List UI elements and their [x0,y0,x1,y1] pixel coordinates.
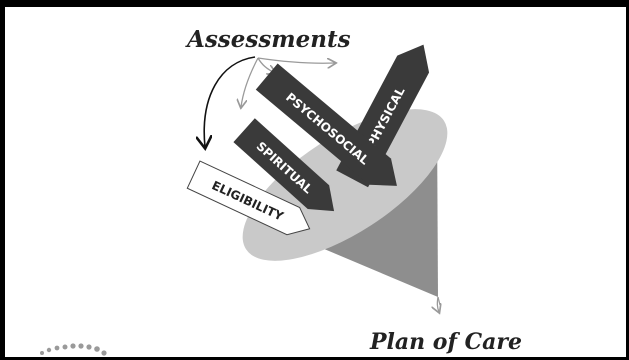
decorative-bead-arc [40,343,107,356]
assessments-title: Assessments [185,26,351,53]
assessment-funnel-diagram: Assessments PHYSICAL PSYCHOSOCIAL SPIRIT… [40,26,522,356]
slide-frame: Assessments PHYSICAL PSYCHOSOCIAL SPIRIT… [5,7,626,357]
plan-of-care-title: Plan of Care [369,329,522,355]
